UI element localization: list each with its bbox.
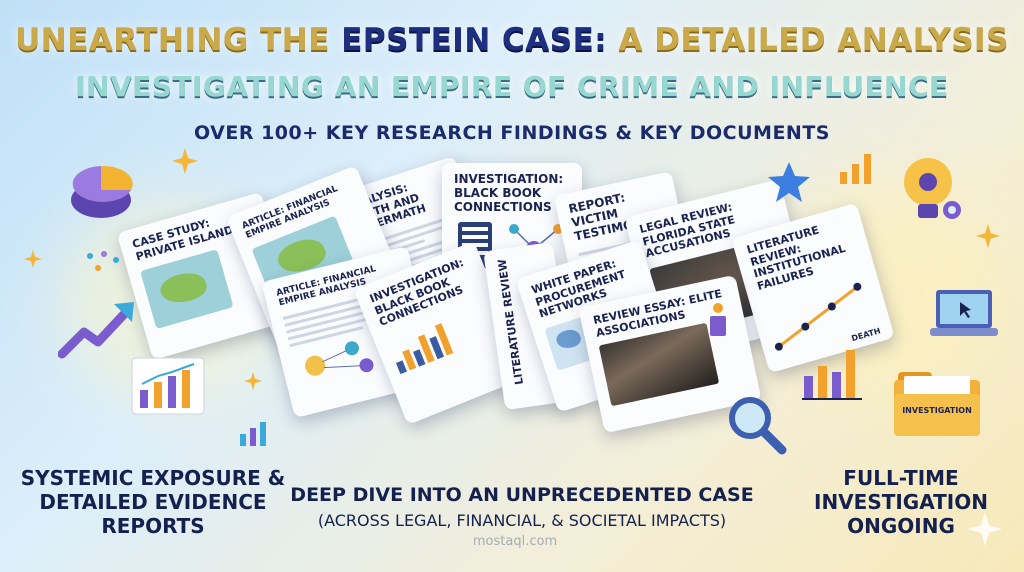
headline-title-highlight: EPSTEIN CASE: — [341, 22, 608, 58]
headline-title-part-c: A DETAILED ANALYSIS — [607, 22, 1009, 58]
watermark: mostaql.com — [472, 534, 558, 549]
bar-chart-icon — [131, 357, 205, 415]
pie-chart-icon — [71, 165, 133, 218]
dots-icon — [87, 251, 119, 271]
folder-label: INVESTIGATION — [902, 406, 972, 415]
bar-chart-icon — [802, 350, 862, 400]
doc-title: INVESTIGATION: BLACK BOOK CONNECTIONS — [454, 172, 564, 214]
sparkle-icon — [172, 148, 198, 174]
headline-title: UNEARTHING THE EPSTEIN CASE: A DETAILED … — [0, 22, 1024, 58]
sparkle-icon — [976, 224, 1000, 248]
bottom-left-caption: SYSTEMIC EXPOSURE & DETAILED EVIDENCE RE… — [20, 466, 286, 538]
bar-growth-icon — [840, 154, 871, 184]
doc-card-financial-front: ARTICLE: FINANCIAL EMPIRE ANALYSIS — [261, 245, 441, 419]
podium-icon — [710, 303, 726, 336]
headline-subtitle: INVESTIGATING AN EMPIRE OF CRIME AND INF… — [75, 70, 949, 103]
flow-diagram — [305, 340, 374, 376]
bottom-center-caption: DEEP DIVE INTO AN UNPRECEDENTED CASE (AC… — [276, 484, 768, 530]
bottom-right-caption: FULL-TIME INVESTIGATION ONGOING — [814, 466, 988, 538]
magnifier-icon — [729, 397, 787, 455]
doc-card-literature-institutional: LITERATURE REVIEW: INSTITUTIONAL FAILURE… — [731, 202, 895, 374]
sparkle-icon — [244, 372, 262, 390]
laptop-icon — [930, 290, 998, 336]
island-map — [140, 249, 234, 330]
star-icon — [768, 162, 810, 202]
folder-icon: INVESTIGATION — [894, 372, 984, 436]
small-bars-icon — [240, 422, 266, 446]
bottom-center-title: DEEP DIVE INTO AN UNPRECEDENTED CASE — [290, 484, 754, 506]
sparkle-icon — [24, 250, 42, 268]
lightbulb-icon — [904, 158, 961, 219]
headline-title-part-a: UNEARTHING THE — [15, 22, 342, 58]
timeline-graphic — [774, 282, 862, 351]
trend-arrow-icon — [58, 302, 134, 359]
sparkle-icon — [968, 512, 1002, 546]
bottom-center-subtitle: (ACROSS LEGAL, FINANCIAL, & SOCIETAL IMP… — [317, 510, 727, 530]
headline-tagline: OVER 100+ KEY RESEARCH FINDINGS & KEY DO… — [194, 122, 830, 144]
